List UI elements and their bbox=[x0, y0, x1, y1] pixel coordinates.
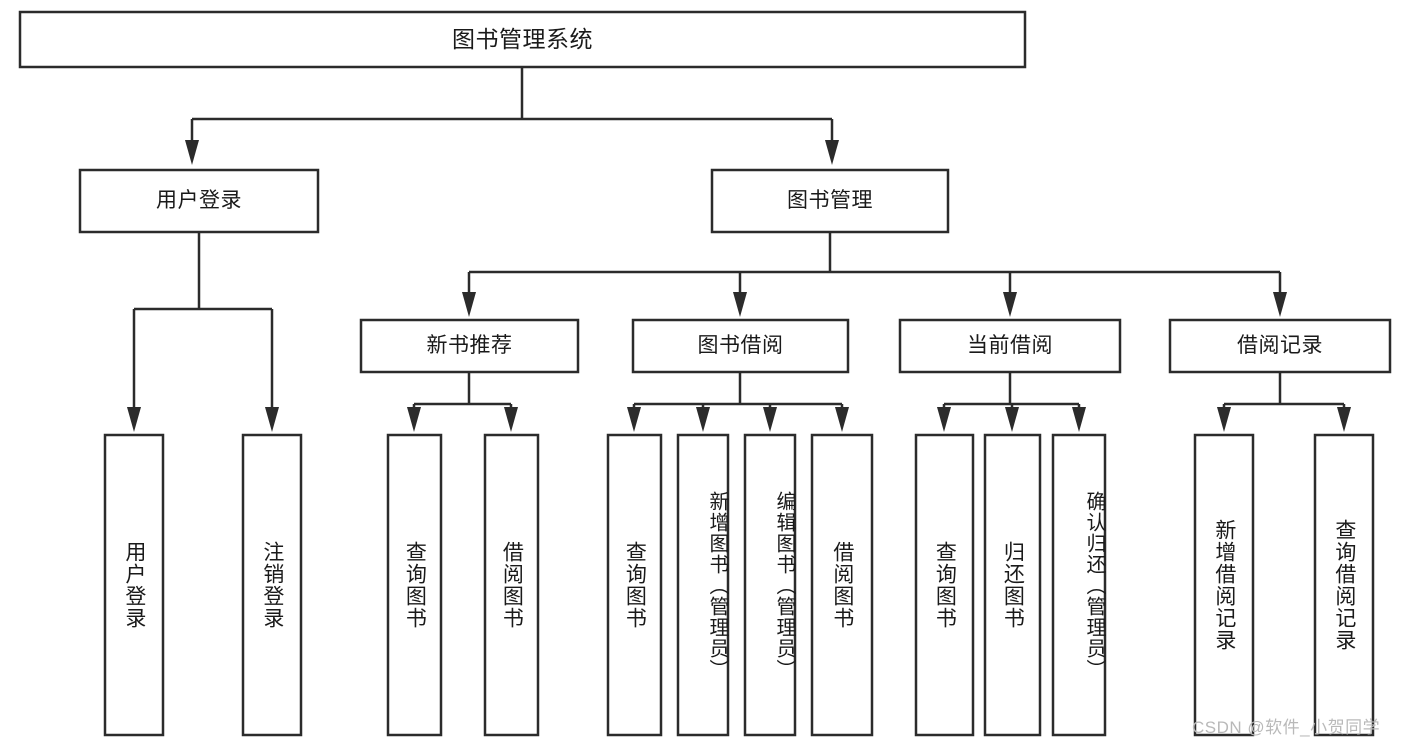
node-box-leaf-logout[interactable] bbox=[241, 433, 303, 737]
node-box-leaf-add-book[interactable] bbox=[676, 433, 730, 737]
node-box-new-book-recommend[interactable] bbox=[359, 318, 580, 374]
node-box-leaf-return-book[interactable] bbox=[983, 433, 1042, 737]
node-box-leaf-borrow-book-1[interactable] bbox=[483, 433, 540, 737]
node-box-leaf-query-book-2[interactable] bbox=[606, 433, 663, 737]
node-box-current-borrow[interactable] bbox=[898, 318, 1122, 374]
node-box-leaf-confirm-return[interactable] bbox=[1051, 433, 1107, 737]
node-box-leaf-edit-book[interactable] bbox=[743, 433, 797, 737]
connector-bookmgmt-to-level3 bbox=[462, 232, 1287, 317]
connector-root-to-level2 bbox=[185, 67, 839, 165]
node-box-leaf-query-book-1[interactable] bbox=[386, 433, 443, 737]
connector-newbook-to-leaves bbox=[407, 372, 518, 432]
connector-borrowrecord-to-leaves bbox=[1217, 372, 1351, 432]
connector-bookborrow-to-leaves bbox=[627, 372, 849, 432]
node-box-leaf-add-record[interactable] bbox=[1193, 433, 1255, 737]
node-box-root[interactable] bbox=[18, 10, 1027, 69]
node-box-user-login[interactable] bbox=[78, 168, 320, 234]
node-box-leaf-user-login[interactable] bbox=[103, 433, 165, 737]
node-box-book-management[interactable] bbox=[710, 168, 950, 234]
node-box-leaf-borrow-book-2[interactable] bbox=[810, 433, 874, 737]
connector-currentborrow-to-leaves bbox=[937, 372, 1086, 432]
connector-userlogin-to-leaves bbox=[127, 232, 279, 432]
node-box-borrow-record[interactable] bbox=[1168, 318, 1392, 374]
node-box-leaf-query-book-3[interactable] bbox=[914, 433, 975, 737]
node-box-book-borrow[interactable] bbox=[631, 318, 850, 374]
node-box-leaf-query-record[interactable] bbox=[1313, 433, 1375, 737]
csdn-watermark: CSDN @软件_小贺同学 bbox=[1192, 718, 1381, 737]
